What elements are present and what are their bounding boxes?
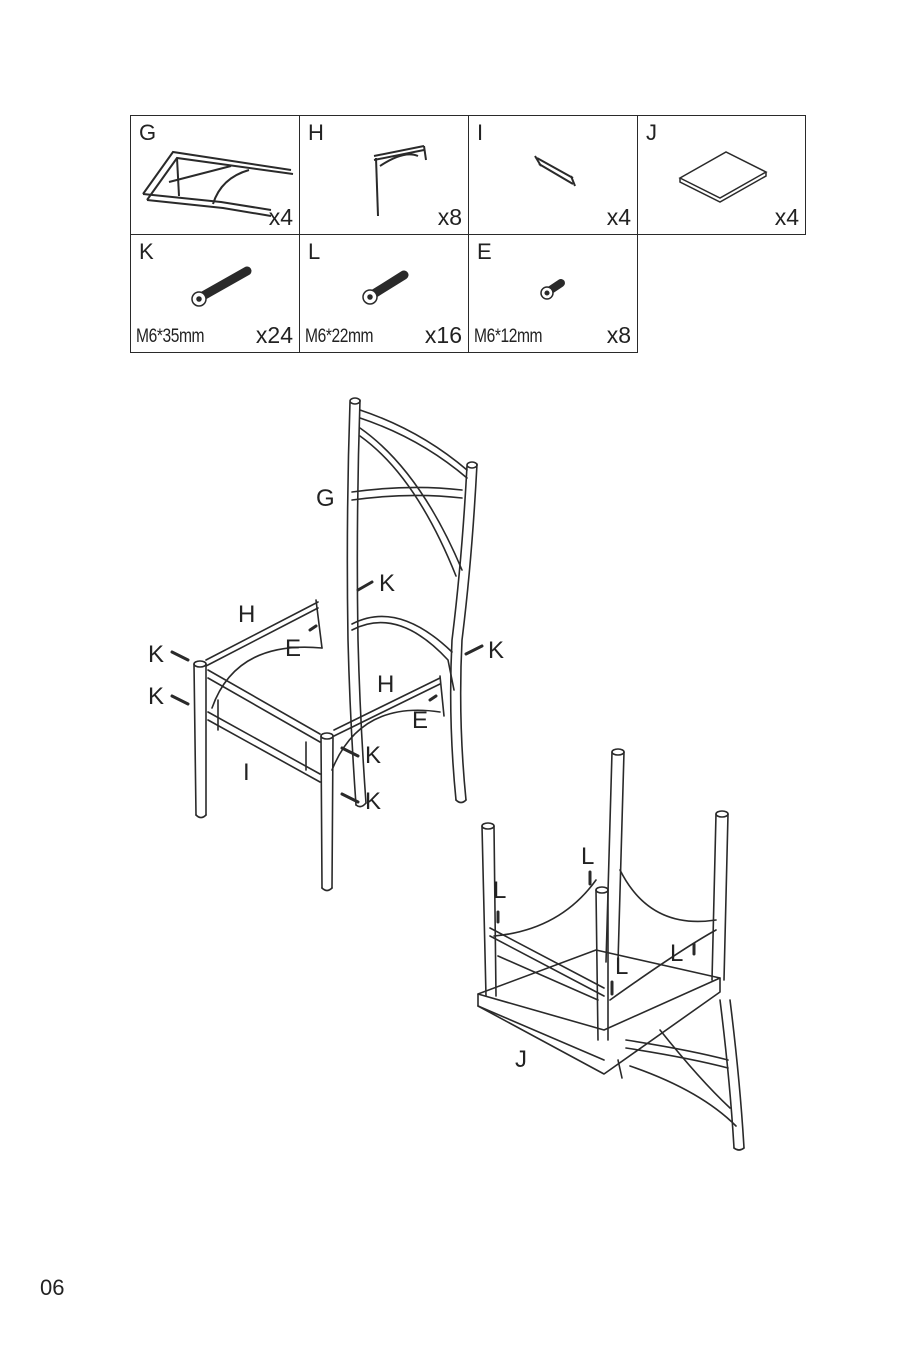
callout-h: H	[238, 603, 255, 627]
callout-k: K	[488, 639, 504, 663]
callout-k: K	[148, 643, 164, 667]
callout-k: K	[148, 685, 164, 709]
callout-l: L	[493, 879, 506, 903]
callout-j: J	[515, 1048, 527, 1072]
callout-k: K	[365, 790, 381, 814]
callout-h: H	[377, 673, 394, 697]
callout-i: I	[243, 761, 250, 785]
front-frame	[194, 600, 444, 891]
page-number: 06	[40, 1275, 64, 1301]
inverted-chair	[478, 749, 744, 1150]
callout-g: G	[316, 487, 335, 511]
callout-e: E	[285, 637, 301, 661]
callout-l: L	[670, 942, 683, 966]
callout-l: L	[581, 845, 594, 869]
callout-l: L	[615, 955, 628, 979]
callout-k: K	[365, 744, 381, 768]
callout-e: E	[412, 709, 428, 733]
callout-k: K	[379, 572, 395, 596]
